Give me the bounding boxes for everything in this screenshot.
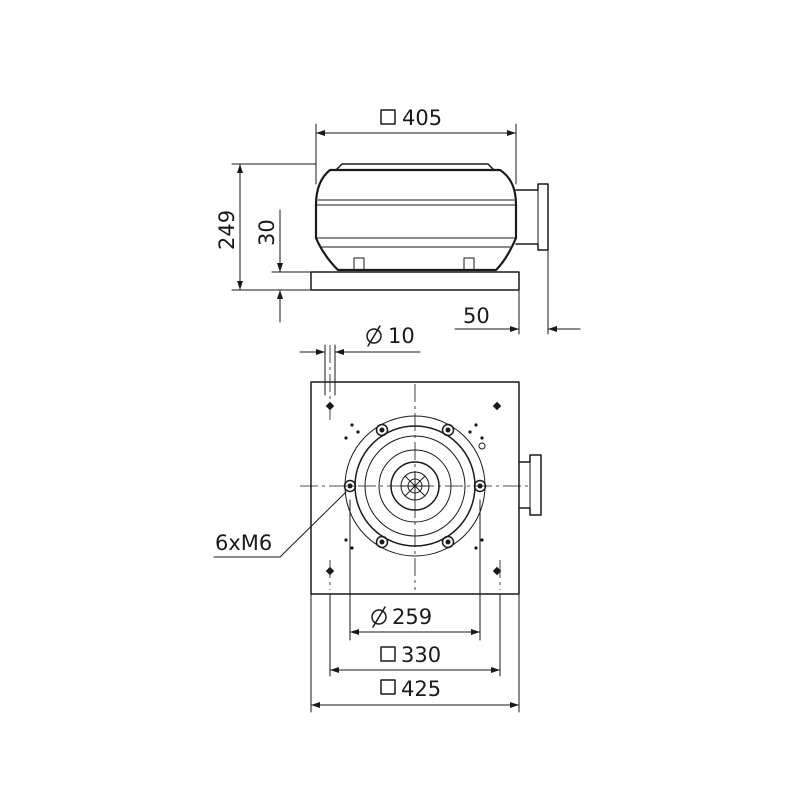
base-plate [310, 271, 520, 291]
dim-total-height: 249 [215, 210, 239, 250]
base-square [310, 381, 520, 595]
motor-hub [390, 461, 440, 511]
bolt-holes [343, 423, 487, 549]
dim-base-square: 425 [401, 677, 441, 701]
dim-top-width: 405 [402, 106, 442, 130]
junction-box [515, 183, 549, 251]
label-screws: 6xM6 [215, 531, 272, 555]
dim-base-thickness: 30 [255, 219, 279, 246]
side-view: 405 249 30 50 [215, 106, 581, 335]
top-cover [335, 163, 495, 171]
dim-box-overhang: 50 [463, 304, 490, 328]
diameter-symbol-259 [371, 606, 387, 628]
corner-holes [325, 401, 502, 576]
dim-hole-diameter: 10 [388, 324, 415, 348]
top-view: 10 6xM6 259 330 425 [213, 324, 542, 713]
square-symbol [380, 109, 396, 125]
diameter-symbol-10 [366, 325, 382, 347]
dim-bolt-square: 330 [401, 643, 441, 667]
junction-box-top [518, 454, 542, 516]
dim-bolt-circle: 259 [392, 605, 432, 629]
fan-housing [314, 168, 518, 272]
